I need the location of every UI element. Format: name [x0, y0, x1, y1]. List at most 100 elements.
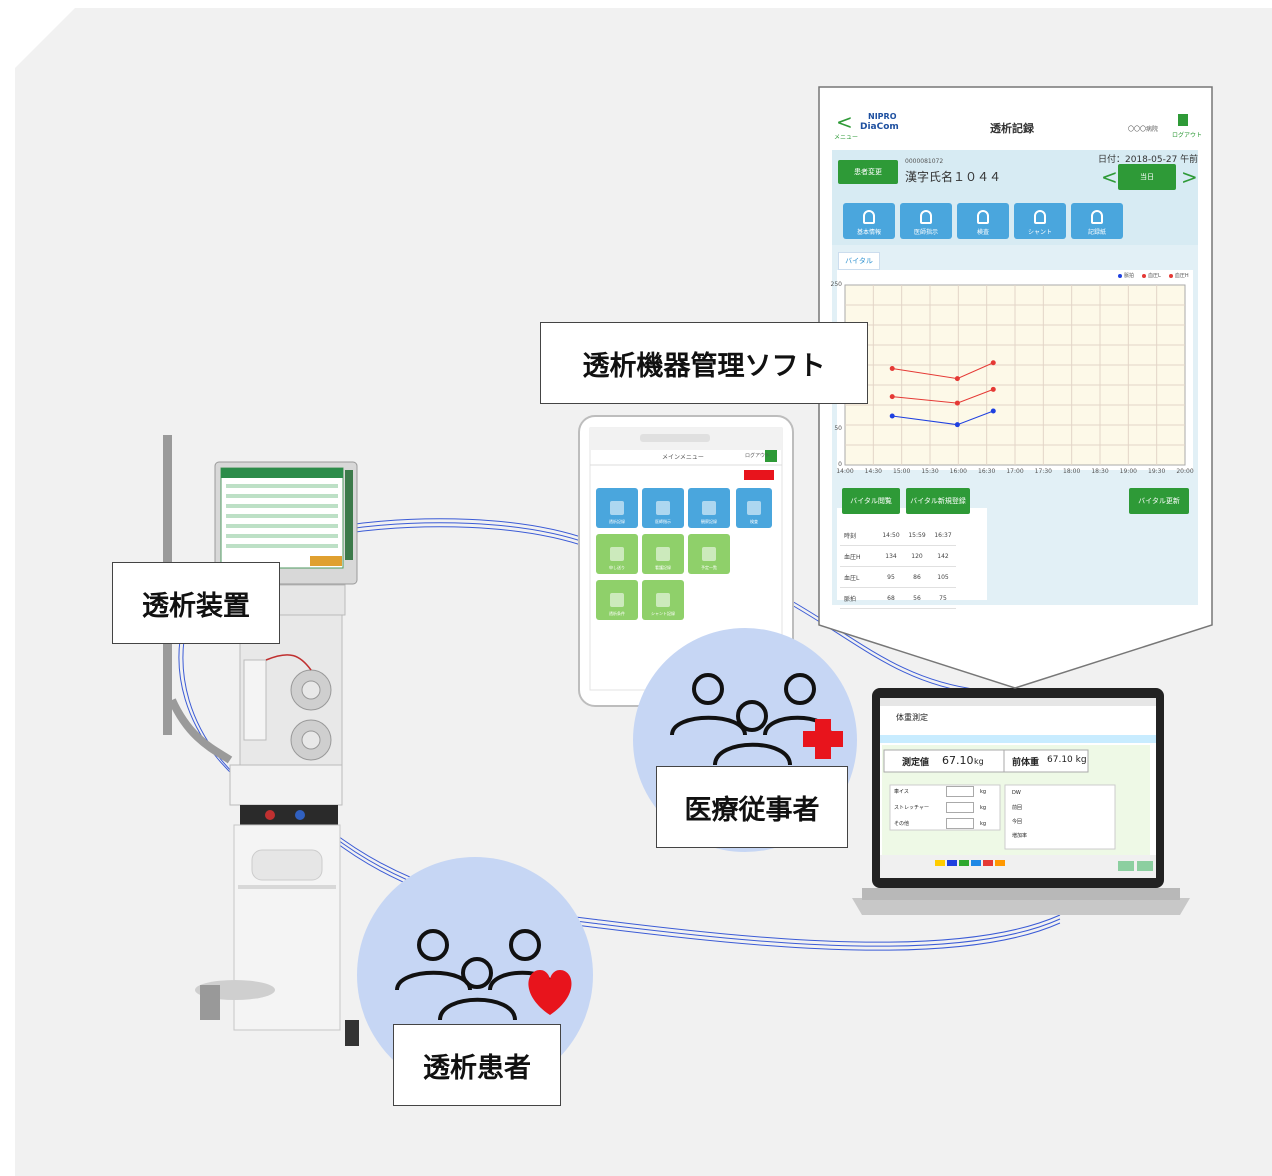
tab-label: 記録紙 — [1087, 229, 1106, 236]
today-button[interactable]: 当日 — [1118, 164, 1176, 190]
laptop-right-label: 今回 — [1012, 819, 1023, 825]
legend-label: 脈拍 — [1124, 273, 1135, 279]
laptop-row-unit: kg — [980, 820, 987, 827]
vital-legend: 脈拍 血圧L 血圧H — [1118, 272, 1189, 279]
software-label: 透析機器管理ソフト — [540, 322, 868, 404]
tab-label: シャント — [1027, 229, 1052, 236]
data-point — [954, 376, 960, 382]
record-tab-医師指示[interactable]: 医師指示 — [900, 203, 952, 239]
tablet-tile[interactable]: 予定一覧 — [688, 534, 730, 574]
table-cell: 56 — [913, 594, 921, 602]
x-tick-label: 17:00 — [1006, 468, 1024, 475]
record-date: 日付：2018-05-27 午前 — [1098, 155, 1199, 165]
laptop-right-label: 前回 — [1012, 805, 1023, 811]
facility-name: 〇〇〇病院 — [1128, 126, 1159, 133]
legend-marker — [1168, 273, 1173, 278]
record-tab-記録紙[interactable]: 記録紙 — [1071, 203, 1123, 239]
record-menu-back[interactable]: < — [836, 110, 853, 134]
tile-icon — [747, 501, 761, 515]
tile-label: 検査 — [750, 519, 758, 524]
legend-marker — [1118, 273, 1122, 278]
laptop-row-label: ストレッチャー — [894, 805, 929, 811]
x-tick-label: 18:00 — [1063, 468, 1081, 475]
table-cell: 75 — [939, 594, 947, 602]
x-tick-label: 19:00 — [1119, 468, 1137, 475]
laptop-after-value: 67.10 kg — [1047, 755, 1087, 765]
data-point — [990, 408, 996, 414]
tile-icon — [610, 501, 624, 515]
data-point — [954, 400, 960, 406]
data-point — [990, 386, 996, 392]
table-cell: 時刻 — [844, 532, 857, 540]
tab-icon — [920, 210, 932, 224]
vital-update-button[interactable]: バイタル更新 — [1129, 488, 1189, 514]
laptop-row-unit: kg — [980, 804, 987, 811]
y-tick-label: 0 — [838, 461, 842, 468]
tablet-tile[interactable]: 検査 — [736, 488, 772, 528]
prev-day-button[interactable]: < — [1101, 165, 1118, 189]
data-point — [889, 413, 895, 419]
record-tab-シャント[interactable]: シャント — [1014, 203, 1066, 239]
tablet-tile[interactable]: 看護記録 — [642, 534, 684, 574]
logout-icon[interactable] — [1178, 114, 1188, 126]
laptop-row-input[interactable] — [946, 802, 974, 813]
laptop-before-value[interactable]: 67.10 — [942, 754, 974, 767]
vital-new-button[interactable]: バイタル新規登録 — [906, 488, 970, 514]
table-cell: 105 — [937, 573, 949, 581]
laptop-before-label: 測定値 — [902, 758, 930, 768]
tile-icon — [702, 501, 716, 515]
patient-name: 漢字氏名１０４４ — [905, 170, 1002, 184]
tab-icon — [1034, 210, 1046, 224]
legend-marker — [1142, 273, 1147, 278]
x-tick-label: 20:00 — [1176, 468, 1194, 475]
tablet-tile[interactable]: 観察記録 — [688, 488, 730, 528]
tablet-tile[interactable]: 医師指示 — [642, 488, 684, 528]
patient-change-button[interactable]: 患者変更 — [838, 160, 898, 184]
tablet-title: メインメニュー — [662, 454, 704, 461]
tablet-tile[interactable]: 申し送り — [596, 534, 638, 574]
x-tick-label: 15:30 — [921, 468, 939, 475]
laptop-row-input[interactable] — [946, 786, 974, 797]
vital-tab[interactable]: バイタル — [838, 252, 880, 270]
table-cell: 86 — [913, 573, 921, 581]
legend-item: 血圧H — [1168, 272, 1189, 279]
laptop-row-label: 車イス — [894, 789, 909, 795]
table-cell: 95 — [887, 573, 895, 581]
tile-label: シャント記録 — [651, 611, 675, 616]
x-tick-label: 17:30 — [1034, 468, 1052, 475]
tab-icon — [977, 210, 989, 224]
x-tick-label: 16:00 — [949, 468, 967, 475]
tablet-tile[interactable]: シャント記録 — [642, 580, 684, 620]
vital-view-button[interactable]: バイタル閲覧 — [842, 488, 900, 514]
tablet-tile[interactable]: 透析記録 — [596, 488, 638, 528]
next-day-button[interactable]: > — [1181, 165, 1198, 189]
table-cell: 120 — [911, 552, 923, 560]
record-tab-検査[interactable]: 検査 — [957, 203, 1009, 239]
legend-item: 脈拍 — [1118, 272, 1134, 279]
table-cell: 脈拍 — [844, 595, 857, 603]
laptop-row-unit: kg — [980, 788, 987, 795]
tab-label: 医師指示 — [913, 229, 938, 236]
table-cell: 134 — [885, 552, 897, 560]
tile-label: 看護記録 — [655, 565, 671, 570]
record-title: 透析記録 — [990, 122, 1034, 135]
dialysis-machine — [163, 435, 359, 1046]
record-tab-基本情報[interactable]: 基本情報 — [843, 203, 895, 239]
laptop-unit: kg — [974, 757, 984, 766]
legend-item: 血圧L — [1142, 272, 1161, 279]
tile-icon — [702, 547, 716, 561]
tablet-logout[interactable]: ログアウト — [745, 453, 771, 459]
laptop-row-input[interactable] — [946, 818, 974, 829]
laptop-header: 体重測定 — [896, 713, 928, 722]
tile-icon — [656, 593, 670, 607]
logout-label: ログアウト — [1172, 132, 1203, 139]
laptop-row: 車イス kg — [894, 786, 986, 797]
tablet-tile[interactable]: 透析条件 — [596, 580, 638, 620]
laptop-right-label: 増加率 — [1012, 833, 1028, 839]
